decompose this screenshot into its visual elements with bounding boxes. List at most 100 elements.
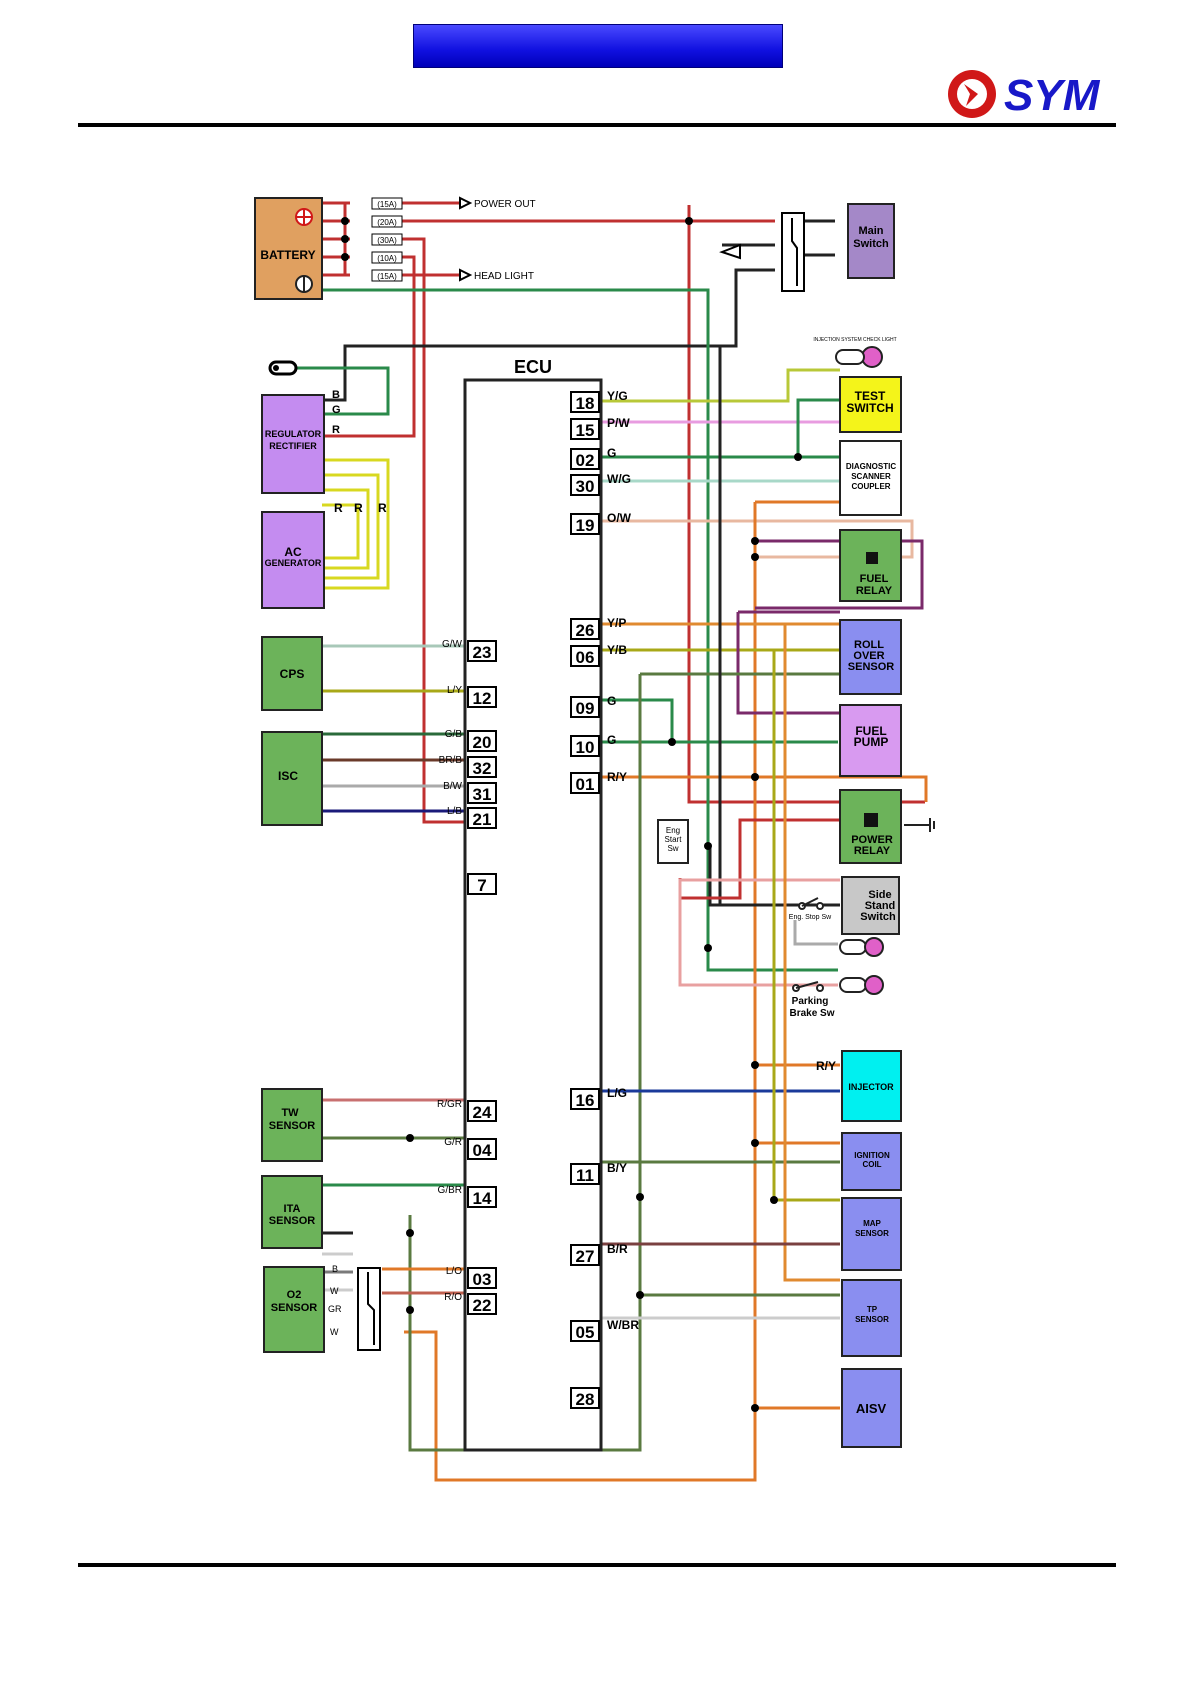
ac-generator-label-1: AC (284, 545, 302, 559)
ecu-pin-number: 20 (473, 733, 492, 752)
tp-sensor-label-1: TP (867, 1305, 878, 1314)
ecu-pin-number: 23 (473, 643, 492, 662)
ecu-wire-code: B/R (607, 1242, 628, 1256)
ecu-pin-number: 11 (576, 1166, 594, 1185)
battery: BATTERY (254, 197, 323, 300)
roll-over-sensor (839, 619, 902, 695)
eng-start-label-2: Start (665, 835, 683, 844)
tp-sensor-label-2: SENSOR (855, 1315, 889, 1324)
ecu-pin-right-28: 28 (570, 1387, 600, 1409)
ecu-label: ECU (514, 357, 552, 377)
ecu-wire-code: O/W (607, 511, 632, 525)
fuel-pump (839, 704, 902, 777)
roll-over-label-3: SENSOR (848, 661, 895, 673)
regulator-label-1: REGULATOR (265, 429, 322, 439)
tw-label-2: SENSOR (269, 1120, 316, 1132)
side-stand-label-2: Stand (865, 900, 896, 912)
power-out-arrow (459, 196, 473, 210)
ita-label-2: SENSOR (269, 1215, 316, 1227)
ecu-pin-number: 24 (473, 1103, 492, 1122)
ecu-pin-number: 21 (473, 810, 492, 829)
injector-wire-label: R/Y (816, 1059, 836, 1073)
regulator-label-2: RECTIFIER (269, 441, 317, 451)
eng-start-switch (657, 819, 689, 864)
battery-label: BATTERY (260, 248, 315, 262)
ecu-pin-right-15: 15 P/W (570, 416, 630, 440)
eng-start-label-3: Sw (667, 844, 678, 853)
ecu-wire-code: G (607, 694, 616, 708)
ecu-pin-left-22: 22R/O (444, 1292, 497, 1315)
cps-sensor (261, 636, 323, 711)
ground-symbol (904, 818, 935, 832)
ecu-pin-number: 30 (576, 477, 595, 496)
ecu-wire-code: G/BR (438, 1185, 462, 1196)
ecu-pin-left-20: 20G/B (445, 729, 497, 752)
ecu-pin-number: 09 (576, 699, 595, 718)
ecu-pin-number: 31 (473, 785, 492, 804)
fuel-pump-label-1: FUEL (855, 724, 886, 738)
junction-dots (341, 217, 802, 1412)
injector-label: INJECTOR (848, 1082, 894, 1092)
main-switch: Main Switch (719, 203, 895, 292)
o2-sensor (263, 1266, 325, 1353)
ecu-wire-code: L/Y (447, 685, 462, 696)
ecu-body (463, 378, 603, 1452)
fuse-4-label: (10A) (377, 254, 397, 263)
isc-label: ISC (278, 769, 298, 783)
o2-wire-b: B (332, 1264, 338, 1274)
ignition-coil-label-1: IGNITION (854, 1151, 890, 1160)
side-stand-label-3: Switch (860, 911, 896, 923)
ecu-pin-number: 26 (576, 621, 595, 640)
power-relay-label-1: POWER (851, 834, 893, 846)
diagnostic-coupler (839, 440, 902, 516)
injector (841, 1050, 902, 1122)
test-switch-label-1: TEST (855, 389, 886, 403)
roll-over-label-1: ROLL (854, 639, 884, 651)
diagnostic-label-2: SCANNER (851, 472, 891, 481)
diagnostic-label-3: COUPLER (851, 482, 890, 491)
ecu-pin-left-24: 24R/GR (437, 1099, 497, 1122)
ecu-pin-number: 7 (477, 876, 486, 895)
ecu-wire-code: G (607, 733, 616, 747)
ac-wire-r3: R (378, 501, 387, 515)
head-light-arrow (459, 268, 473, 282)
isc-valve (261, 731, 323, 826)
ecu-pin-number: 05 (576, 1323, 595, 1342)
ecu-wire-code: R/O (444, 1292, 462, 1303)
test-switch (839, 376, 902, 433)
bottom-rule (78, 1563, 1116, 1567)
side-stand-switch (841, 876, 900, 935)
aisv-label: AISV (856, 1401, 887, 1416)
fuse-block: (15A) (20A) (30A) (10A) (15A) (371, 197, 403, 282)
main-switch-label-2: Switch (853, 238, 889, 250)
ecu-pin-number: 03 (473, 1270, 492, 1289)
fuel-relay-label-1: FUEL (860, 573, 889, 585)
ecu-pin-left-12: 12L/Y (447, 685, 497, 708)
eng-start-label-1: Eng (666, 826, 680, 835)
ecu-wire-code: P/W (607, 416, 630, 430)
ecu-wire-code: R/Y (607, 770, 627, 784)
ecu-wire-code: L/G (607, 1086, 627, 1100)
map-sensor (841, 1197, 902, 1271)
ecu-pin-left-21: 21 L/B (447, 806, 497, 829)
check-light-label: INJECTION SYSTEM CHECK LIGHT (813, 337, 896, 343)
map-sensor-label-2: SENSOR (855, 1229, 889, 1238)
ac-wire-r2: R (354, 501, 363, 515)
ecu-wire-code: W/BR (607, 1318, 639, 1332)
ecu-pin-number: 15 (576, 421, 595, 440)
fuse-2-label: (20A) (377, 218, 397, 227)
side-stand-label-1: Side (868, 889, 891, 901)
check-light-indicator: INJECTION SYSTEM CHECK LIGHT (813, 337, 897, 368)
ecu-pin-number: 10 (576, 738, 595, 757)
o2-connector (357, 1267, 381, 1351)
ecu-wire-code: G/R (444, 1137, 462, 1148)
diagnostic-label-1: DIAGNOSTIC (846, 462, 896, 471)
ecu-wire-code: Y/P (607, 616, 626, 630)
ecu-pin-left-03: 03L/O (446, 1266, 497, 1289)
o2-label-2: SENSOR (271, 1302, 318, 1314)
ecu-wire-code: L/B (447, 806, 462, 817)
